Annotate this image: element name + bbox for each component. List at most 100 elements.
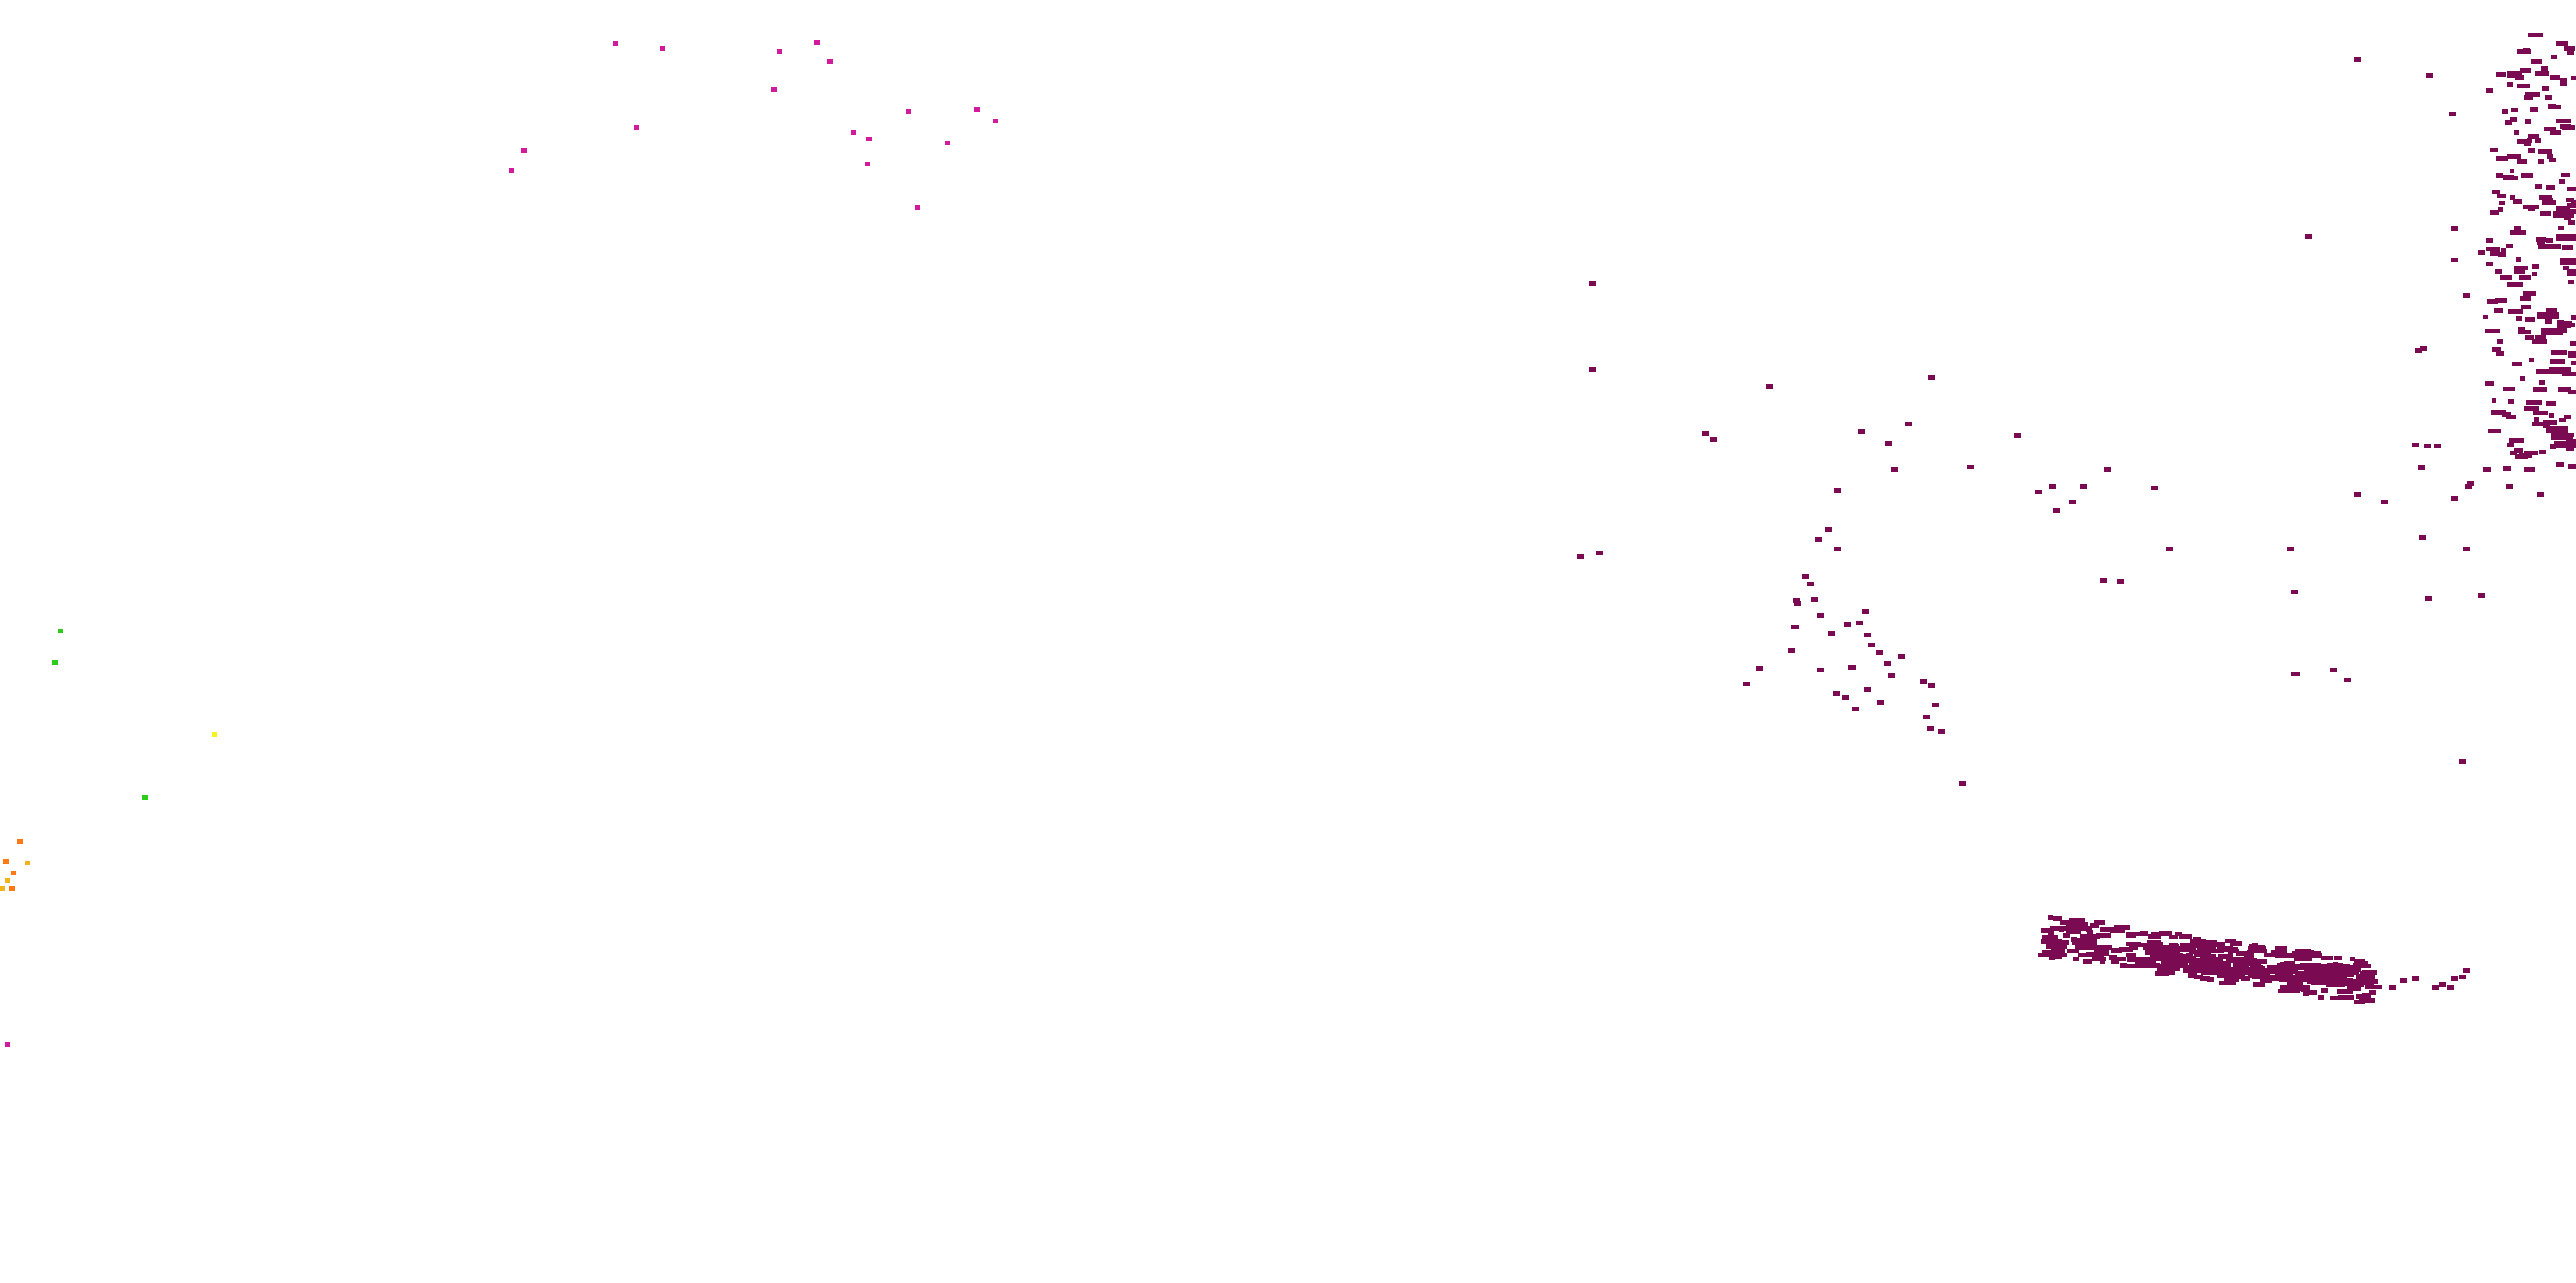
data-cell <box>2547 154 2553 159</box>
data-cell <box>2050 926 2062 931</box>
data-cell <box>2570 341 2576 346</box>
data-cell <box>2083 959 2092 964</box>
data-cell <box>2506 484 2513 489</box>
data-cell <box>2334 956 2342 960</box>
data-cell <box>2246 958 2257 964</box>
data-cell <box>11 871 16 875</box>
data-cell <box>2536 369 2551 374</box>
data-cell <box>2211 969 2222 975</box>
data-cell <box>2151 486 2158 490</box>
data-cell <box>2424 444 2431 448</box>
data-cell <box>2301 987 2310 992</box>
data-cell <box>2434 444 2441 448</box>
data-cell <box>2275 946 2287 951</box>
data-cell <box>2451 976 2458 981</box>
data-cell <box>2057 944 2067 949</box>
data-cell <box>1905 422 1912 426</box>
data-cell <box>2506 244 2513 248</box>
data-cell <box>2533 411 2548 415</box>
data-cell <box>2294 957 2304 961</box>
data-cell <box>2546 308 2557 312</box>
data-cell <box>974 107 980 112</box>
data-cell <box>2517 84 2530 88</box>
data-cell <box>0 886 5 891</box>
data-cell <box>2344 678 2351 682</box>
data-cell <box>2551 350 2567 355</box>
data-cell <box>2412 443 2419 447</box>
data-cell <box>2311 979 2322 985</box>
data-cell <box>2072 918 2085 922</box>
data-cell <box>2291 672 2298 676</box>
data-cell <box>2250 963 2261 968</box>
data-cell <box>2286 969 2298 974</box>
data-cell <box>1811 597 1818 602</box>
data-cell <box>2298 950 2314 955</box>
data-cell <box>2496 72 2502 77</box>
data-cell <box>142 795 148 800</box>
data-cell <box>2306 990 2317 995</box>
data-cell <box>2501 248 2506 252</box>
data-cell <box>2509 438 2524 443</box>
data-cell <box>2338 995 2354 1000</box>
data-cell <box>2354 492 2361 497</box>
data-cell <box>2539 450 2546 454</box>
data-cell <box>2089 934 2100 939</box>
data-cell <box>2076 938 2087 943</box>
data-cell <box>2129 945 2138 950</box>
data-cell <box>2556 234 2576 241</box>
data-cell <box>2432 985 2439 990</box>
data-cell <box>2119 947 2133 952</box>
data-cell <box>2524 451 2538 455</box>
data-cell <box>1967 465 1974 469</box>
data-cell <box>2562 245 2573 250</box>
data-cell <box>2498 252 2506 257</box>
data-cell <box>2291 590 2298 594</box>
data-cell <box>9 886 15 891</box>
data-cell <box>2110 928 2125 933</box>
data-cell <box>2240 959 2250 964</box>
data-cell <box>2126 942 2141 946</box>
data-cell <box>2314 975 2325 981</box>
data-cell <box>2497 339 2503 344</box>
data-cell <box>2086 927 2091 932</box>
data-cell <box>2550 75 2560 80</box>
data-cell <box>2535 184 2542 189</box>
data-cell <box>2537 312 2559 319</box>
data-cell <box>2048 915 2053 920</box>
data-cell <box>2243 967 2254 972</box>
data-cell <box>2451 226 2458 231</box>
data-cell <box>2350 957 2355 961</box>
data-cell <box>2420 346 2427 351</box>
data-cell <box>2517 139 2530 144</box>
data-cell <box>2173 958 2184 964</box>
data-cell <box>2381 500 2388 504</box>
data-cell <box>1794 601 1801 606</box>
data-cell <box>2053 916 2062 921</box>
data-cell <box>2150 963 2160 968</box>
data-cell <box>2190 968 2201 973</box>
data-cell <box>2525 119 2531 124</box>
data-cell <box>1923 715 1930 719</box>
data-cell <box>2038 953 2050 957</box>
data-cell <box>2280 985 2290 989</box>
data-cell <box>5 878 10 883</box>
data-cell <box>1884 661 1891 666</box>
data-cell <box>2567 50 2574 55</box>
data-cell <box>2519 275 2531 280</box>
data-cell <box>1834 488 1841 493</box>
data-cell <box>906 109 911 114</box>
data-cell <box>2066 929 2081 934</box>
data-cell <box>2530 107 2538 112</box>
data-cell <box>2531 59 2542 64</box>
data-cell <box>2321 988 2328 993</box>
data-cell <box>2568 390 2576 394</box>
data-cell <box>2280 962 2285 967</box>
data-cell <box>2151 932 2159 936</box>
data-cell <box>1856 621 1863 625</box>
data-cell <box>2490 210 2499 215</box>
data-cell <box>2175 932 2182 936</box>
data-cell <box>2137 943 2154 947</box>
data-cell <box>2451 496 2458 501</box>
data-cell <box>2141 957 2156 962</box>
